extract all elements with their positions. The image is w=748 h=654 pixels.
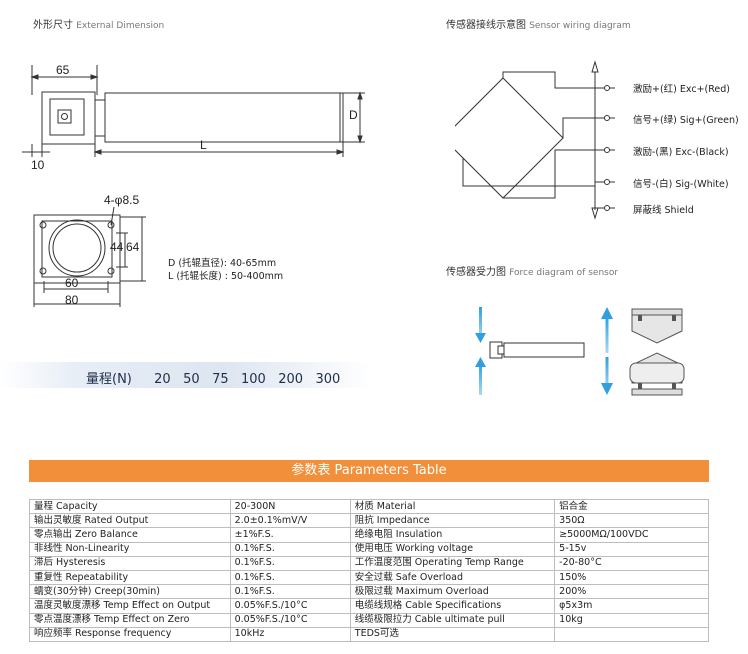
range-value: 200 [278, 372, 304, 387]
table-cell: 20-300N [229, 498, 351, 515]
table-cell [554, 626, 709, 642]
table-cell: 响应频率 Response frequency [29, 626, 231, 642]
table-cell: 0.1%F.S. [229, 541, 351, 557]
wire-exc-minus: 激励-(黑) Exc-(Black) [633, 147, 729, 158]
dim-D-label: D [349, 108, 358, 122]
dim-44-label: 44 [110, 240, 124, 254]
table-cell: 工作温度范围 Operating Temp Range [349, 555, 556, 571]
range-value: 20 [154, 372, 171, 387]
wire-sig-plus: 信号+(绿) Sig+(Green) [633, 115, 739, 126]
table-cell: ±1%F.S. [229, 527, 351, 543]
range-bar [0, 362, 372, 388]
range-label: 量程(N) [86, 372, 132, 387]
wire-sig-minus: 信号-(白) Sig-(White) [633, 179, 729, 190]
table-cell: 线缆极限拉力 Cable ultimate pull [349, 612, 556, 628]
table-cell: 非线性 Non-Linearity [29, 541, 231, 557]
table-cell: 量程 Capacity [29, 498, 231, 515]
dim-80-label: 80 [65, 293, 79, 307]
table-cell: 温度灵敏度漂移 Temp Effect on Output [29, 598, 231, 614]
table-cell: TEDS可选 [349, 626, 556, 642]
force-arrow-up-icon [475, 357, 486, 395]
table-cell: 极限过载 Maximum Overload [349, 584, 556, 600]
table-cell: 10kg [554, 612, 709, 628]
range-value: 50 [183, 372, 200, 387]
front-view-drawing [33, 206, 146, 307]
table-cell: -20-80°C [554, 555, 709, 571]
dim-10-label: 10 [31, 158, 45, 172]
table-cell: 零点输出 Zero Balance [29, 527, 231, 543]
dim-hole-label: 4-φ8.5 [104, 193, 140, 207]
wiring-diagram [455, 60, 615, 220]
table-cell: 5-15v [554, 541, 709, 557]
table-cell: 材质 Material [349, 498, 556, 515]
range-value: 300 [315, 372, 341, 387]
load-block-lower-icon [629, 352, 685, 396]
dim-L-label: L [200, 138, 207, 152]
table-cell: 10kHz [229, 626, 351, 642]
dim-65-label: 65 [56, 63, 70, 77]
table-cell: 使用电压 Working voltage [349, 541, 556, 557]
table-cell: 电缆线规格 Cable Specifications [349, 598, 556, 614]
table-cell: 绝缘电阻 Insulation [349, 527, 556, 543]
table-cell: 安全过载 Safe Overload [349, 569, 556, 586]
force-arrow-up-right-icon [601, 307, 613, 353]
external-dimension-title: 外形尺寸 External Dimension [33, 20, 165, 31]
table-cell: 0.1%F.S. [229, 555, 351, 571]
table-cell: 滞后 Hysteresis [29, 555, 231, 571]
table-cell: 0.05%F.S./10°C [229, 598, 351, 614]
table-cell: φ5x3m [554, 598, 709, 614]
side-view-drawing [22, 65, 365, 157]
table-cell: 0.1%F.S. [229, 569, 351, 586]
wire-exc-plus: 激励+(红) Exc+(Red) [633, 84, 730, 95]
table-cell: ≥5000MΩ/100VDC [554, 527, 709, 543]
wiring-diagram-title: 传感器接线示意图 Sensor wiring diagram [446, 20, 631, 31]
table-cell: 350Ω [554, 513, 709, 529]
wire-shield: 屏蔽线 Shield [633, 205, 694, 216]
dim-64-label: 64 [126, 240, 140, 254]
dim-60-label: 60 [65, 276, 79, 290]
table-cell: 输出灵敏度 Rated Output [29, 513, 231, 529]
parameters-table-title: 参数表 Parameters Table [29, 460, 709, 482]
spec-d-range: D (托辊直径): 40-65mm [168, 258, 277, 269]
table-cell: 零点温度漂移 Temp Effect on Zero [29, 612, 231, 628]
table-cell: 铝合金 [554, 498, 709, 515]
force-arrow-down-icon [475, 307, 486, 343]
table-cell: 蠕变(30分钟) Creep(30min) [29, 584, 231, 600]
range-value: 100 [241, 372, 266, 387]
force-arrow-down-right-icon [601, 357, 613, 395]
force-diagram [475, 307, 685, 396]
table-cell: 200% [554, 584, 709, 600]
range-row: 量程(N) 20 50 75 100 200 300 [86, 368, 340, 387]
table-row: 零点输出 Zero Balance±1%F.S.绝缘电阻 Insulation≥… [29, 527, 709, 543]
table-cell: 2.0±0.1%mV/V [229, 513, 351, 529]
table-cell: 0.05%F.S./10°C [229, 612, 351, 628]
table-row: 蠕变(30分钟) Creep(30min)0.1%F.S.极限过载 Maximu… [29, 584, 709, 600]
table-cell: 0.1%F.S. [229, 584, 351, 600]
load-block-upper-icon [631, 308, 683, 344]
table-cell: 重复性 Repeatability [29, 569, 231, 586]
force-diagram-title: 传感器受力图 Force diagram of sensor [446, 267, 619, 278]
table-cell: 150% [554, 569, 709, 586]
table-cell: 阻抗 Impedance [349, 513, 556, 529]
range-value: 75 [212, 372, 229, 387]
spec-l-range: L (托辊长度) : 50-400mm [168, 271, 284, 282]
